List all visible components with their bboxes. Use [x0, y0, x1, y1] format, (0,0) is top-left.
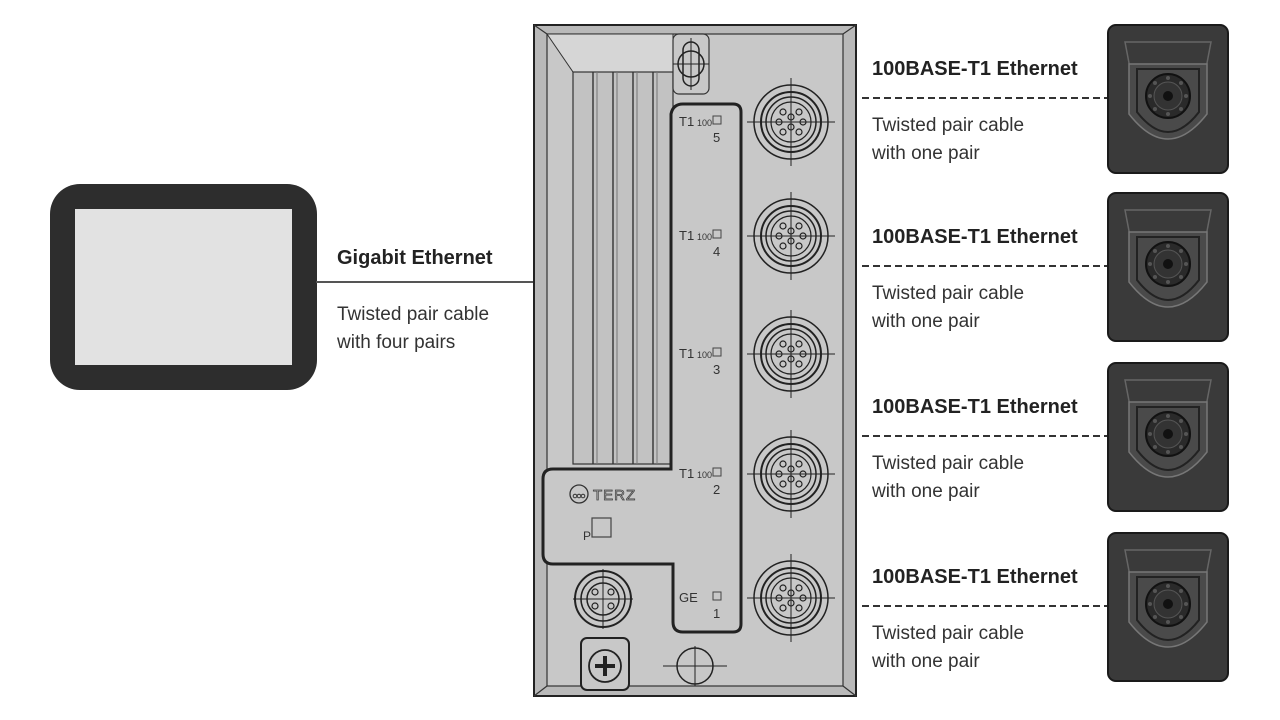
t1-link-line [862, 265, 1108, 267]
port-connector-5 [747, 78, 835, 166]
port-number-label: 4 [713, 244, 720, 259]
port-type-label: GE [679, 590, 698, 605]
port-type-label: T1 [679, 228, 694, 243]
display-icon [50, 184, 317, 390]
port-speed-label: 100 [697, 232, 712, 242]
port-connector-4 [747, 192, 835, 280]
port-type-label: T1 [679, 346, 694, 361]
t1-link-desc-2: with one pair [872, 143, 980, 164]
camera-icon [1107, 532, 1229, 682]
t1-link-desc-2: with one pair [872, 481, 980, 502]
t1-link-title: 100BASE-T1 Ethernet [872, 58, 1078, 80]
port-number-label: 1 [713, 606, 720, 621]
bottom-mount-hole [663, 646, 727, 686]
t1-link-line [862, 435, 1108, 437]
power-led [591, 517, 612, 538]
t1-link-desc-2: with one pair [872, 311, 980, 332]
port-connector-3 [747, 310, 835, 398]
t1-link-desc-1: Twisted pair cable [872, 283, 1025, 304]
t1-link-title: 100BASE-T1 Ethernet [872, 226, 1078, 248]
t1-link-title: 100BASE-T1 Ethernet [872, 396, 1078, 418]
port-led [712, 467, 722, 477]
ground-screw [580, 637, 630, 691]
t1-link-line [862, 605, 1108, 607]
gigabit-link-title: Gigabit Ethernet [337, 247, 493, 269]
port-number-label: 2 [713, 482, 720, 497]
port-led [712, 115, 722, 125]
port-led [712, 347, 722, 357]
port-number-label: 5 [713, 130, 720, 145]
t1-link-desc-2: with one pair [872, 651, 980, 672]
camera-icon [1107, 192, 1229, 342]
port-speed-label: 100 [697, 470, 712, 480]
gigabit-link-desc-2: with four pairs [337, 332, 456, 353]
power-led-label: P [583, 529, 591, 543]
port-connector-2 [747, 430, 835, 518]
port-led [712, 229, 722, 239]
port-connector-1 [747, 554, 835, 642]
power-connector [573, 569, 633, 629]
port-type-label: T1 [679, 114, 694, 129]
port-led [712, 591, 722, 601]
port-speed-label: 100 [697, 350, 712, 360]
gigabit-link-desc-1: Twisted pair cable [337, 304, 490, 325]
port-label-1: GE 1 [679, 590, 722, 621]
t1-link-desc-1: Twisted pair cable [872, 115, 1025, 136]
port-type-label: T1 [679, 466, 694, 481]
t1-link-line [862, 97, 1108, 99]
port-speed-label: 100 [697, 118, 712, 128]
label-panel [541, 102, 743, 634]
gigabit-link-line [316, 281, 538, 283]
monitor [50, 184, 317, 390]
t1-link-desc-1: Twisted pair cable [872, 623, 1025, 644]
brand-name: TERZ [593, 487, 636, 504]
brand-logo [569, 484, 589, 504]
t1-link-title: 100BASE-T1 Ethernet [872, 566, 1078, 588]
camera-icon [1107, 24, 1229, 174]
port-number-label: 3 [713, 362, 720, 377]
t1-link-desc-1: Twisted pair cable [872, 453, 1025, 474]
heatsink [572, 71, 674, 465]
camera-icon [1107, 362, 1229, 512]
top-mount-hole [672, 33, 710, 95]
